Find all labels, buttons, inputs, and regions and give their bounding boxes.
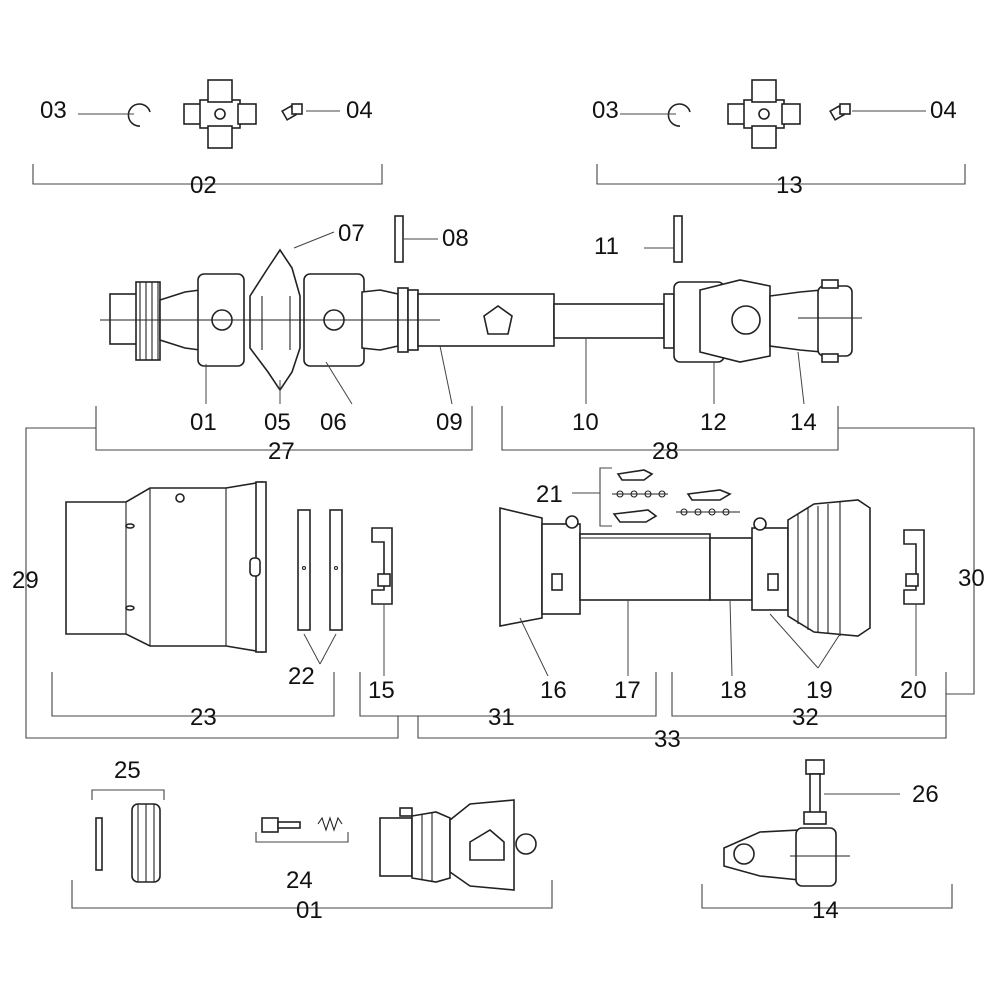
bolt-26 (803, 759, 827, 825)
yoke-01 (379, 799, 537, 891)
circlip-left (127, 103, 151, 127)
label-14-top: 14 (790, 409, 817, 436)
label-31: 31 (488, 704, 515, 731)
label-33: 33 (654, 726, 681, 753)
main-shaft-assembly (100, 248, 862, 392)
label-06: 06 (320, 409, 347, 436)
label-23: 23 (190, 704, 217, 731)
label-21: 21 (536, 481, 563, 508)
push-pin-24 (261, 816, 343, 833)
label-25: 25 (114, 757, 141, 784)
label-12: 12 (700, 409, 727, 436)
clip-20 (903, 529, 925, 605)
label-14-bottom: 14 (812, 897, 839, 924)
label-30: 30 (958, 565, 985, 592)
label-07: 07 (338, 220, 365, 247)
label-01-top: 01 (190, 409, 217, 436)
label-02: 02 (190, 172, 217, 199)
clip-15 (371, 527, 393, 605)
label-26: 26 (912, 781, 939, 808)
label-10: 10 (572, 409, 599, 436)
label-04-left: 04 (346, 97, 373, 124)
cross-journal-right (727, 79, 801, 149)
label-20: 20 (900, 677, 927, 704)
label-08: 08 (442, 225, 469, 252)
safety-chains-21 (612, 469, 740, 523)
grease-nipple-right (829, 103, 851, 121)
bearing-rings-22 (297, 509, 343, 631)
label-24: 24 (286, 867, 313, 894)
spline-ring-25 (131, 803, 161, 883)
yoke-14 (723, 827, 850, 887)
label-27: 27 (268, 438, 295, 465)
label-18: 18 (720, 677, 747, 704)
label-22: 22 (288, 663, 315, 690)
pin-08 (394, 215, 404, 263)
label-09: 09 (436, 409, 463, 436)
label-01-bottom: 01 (296, 897, 323, 924)
label-03-left: 03 (40, 97, 67, 124)
callout-labels: 03 04 02 03 04 13 07 08 11 01 05 06 09 1… (12, 97, 985, 924)
label-32: 32 (792, 704, 819, 731)
label-04-right: 04 (930, 97, 957, 124)
label-17: 17 (614, 677, 641, 704)
label-05: 05 (264, 409, 291, 436)
label-19: 19 (806, 677, 833, 704)
label-11: 11 (594, 233, 619, 260)
circlip-right (667, 103, 691, 127)
cross-journal-left (183, 79, 257, 149)
grease-nipple-left (281, 103, 303, 121)
retaining-ring-25 (95, 817, 103, 871)
guard-cone-23 (65, 481, 267, 653)
guard-tube-assembly (499, 499, 871, 637)
label-16: 16 (540, 677, 567, 704)
pin-11 (673, 215, 683, 263)
label-29: 29 (12, 567, 39, 594)
label-28: 28 (652, 438, 679, 465)
label-13: 13 (776, 172, 803, 199)
label-15: 15 (368, 677, 395, 704)
label-03-right: 03 (592, 97, 619, 124)
